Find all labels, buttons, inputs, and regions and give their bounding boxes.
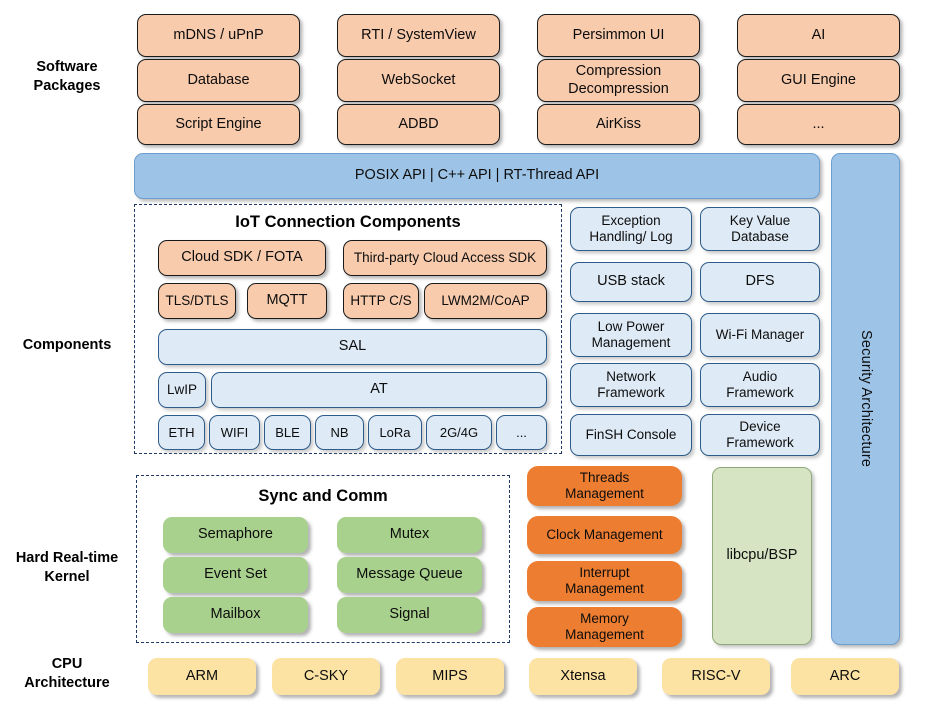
iot-connection-components-frame bbox=[134, 204, 562, 454]
sync-box-mailbox[interactable]: Mailbox bbox=[163, 597, 308, 633]
iot-box-http-cs[interactable]: HTTP C/S bbox=[343, 283, 419, 319]
sync-box-mutex[interactable]: Mutex bbox=[337, 517, 482, 553]
cpu-box-c-sky[interactable]: C-SKY bbox=[272, 658, 380, 695]
iot-box-lwm2m-coap[interactable]: LWM2M/CoAP bbox=[424, 283, 547, 319]
package-box-persimmon-ui[interactable]: Persimmon UI bbox=[537, 14, 700, 57]
package-box-airkiss[interactable]: AirKiss bbox=[537, 104, 700, 145]
iot-box-tls-dtls[interactable]: TLS/DTLS bbox=[158, 283, 236, 319]
sync-box-signal[interactable]: Signal bbox=[337, 597, 482, 633]
package-box-compression-decompression[interactable]: Compression Decompression bbox=[537, 59, 700, 102]
package-box-rti-systemview[interactable]: RTI / SystemView bbox=[337, 14, 500, 57]
iot-connection-components-title: IoT Connection Components bbox=[235, 213, 461, 231]
iot-box-nb[interactable]: NB bbox=[315, 415, 364, 450]
iot-box-ble[interactable]: BLE bbox=[264, 415, 311, 450]
kernel-box-libcpu-bsp[interactable]: libcpu/BSP bbox=[712, 467, 812, 645]
cpu-box-mips[interactable]: MIPS bbox=[396, 658, 504, 695]
package-box-database[interactable]: Database bbox=[137, 59, 300, 102]
package-box-gui-engine[interactable]: GUI Engine bbox=[737, 59, 900, 102]
iot-box-sal[interactable]: SAL bbox=[158, 329, 547, 365]
cpu-box-arc[interactable]: ARC bbox=[791, 658, 899, 695]
cpu-box-arm[interactable]: ARM bbox=[148, 658, 256, 695]
sync-box-message-queue[interactable]: Message Queue bbox=[337, 557, 482, 593]
iot-box-lwip[interactable]: LwIP bbox=[158, 372, 206, 408]
iot-box-more[interactable]: ... bbox=[496, 415, 547, 450]
section-label-hard-realtime-kernel: Hard Real-time Kernel bbox=[15, 550, 119, 585]
component-box-audio-framework[interactable]: Audio Framework bbox=[700, 363, 820, 407]
package-box-mdns-upnp[interactable]: mDNS / uPnP bbox=[137, 14, 300, 57]
iot-box-eth[interactable]: ETH bbox=[158, 415, 205, 450]
iot-box-third-party-cloud-access-sdk[interactable]: Third-party Cloud Access SDK bbox=[343, 240, 547, 276]
security-architecture-label: Security Architecture bbox=[858, 330, 875, 468]
section-label-software-packages: Software Packages bbox=[33, 59, 101, 94]
package-box-adbd[interactable]: ADBD bbox=[337, 104, 500, 145]
section-label-cpu-architecture: CPU Architecture bbox=[24, 656, 110, 691]
cpu-box-risc-v[interactable]: RISC-V bbox=[662, 658, 770, 695]
package-box-more[interactable]: ... bbox=[737, 104, 900, 145]
iot-box-cloud-sdk-fota[interactable]: Cloud SDK / FOTA bbox=[158, 240, 326, 276]
component-box-network-framework[interactable]: Network Framework bbox=[570, 363, 692, 407]
component-box-usb-stack[interactable]: USB stack bbox=[570, 262, 692, 302]
sync-box-event-set[interactable]: Event Set bbox=[163, 557, 308, 593]
component-box-key-value-database[interactable]: Key Value Database bbox=[700, 207, 820, 251]
component-box-exception-handling-log[interactable]: Exception Handling/ Log bbox=[570, 207, 692, 251]
kernel-box-memory-management[interactable]: Memory Management bbox=[527, 607, 682, 647]
package-box-script-engine[interactable]: Script Engine bbox=[137, 104, 300, 145]
iot-box-wifi[interactable]: WIFI bbox=[209, 415, 260, 450]
sync-box-semaphore[interactable]: Semaphore bbox=[163, 517, 308, 553]
iot-box-lora[interactable]: LoRa bbox=[368, 415, 422, 450]
iot-box-at[interactable]: AT bbox=[211, 372, 547, 408]
package-box-ai[interactable]: AI bbox=[737, 14, 900, 57]
sync-and-comm-frame bbox=[136, 475, 510, 643]
section-label-components: Components bbox=[22, 337, 112, 353]
kernel-box-threads-management[interactable]: Threads Management bbox=[527, 466, 682, 506]
iot-box-2g-4g[interactable]: 2G/4G bbox=[426, 415, 492, 450]
component-box-device-framework[interactable]: Device Framework bbox=[700, 414, 820, 456]
security-architecture-bar[interactable]: Security Architecture bbox=[831, 153, 900, 645]
iot-box-mqtt[interactable]: MQTT bbox=[247, 283, 327, 319]
kernel-box-interrupt-management[interactable]: Interrupt Management bbox=[527, 561, 682, 601]
package-box-websocket[interactable]: WebSocket bbox=[337, 59, 500, 102]
cpu-box-xtensa[interactable]: Xtensa bbox=[529, 658, 637, 695]
component-box-dfs[interactable]: DFS bbox=[700, 262, 820, 302]
component-box-wifi-manager[interactable]: Wi-Fi Manager bbox=[700, 313, 820, 357]
kernel-box-clock-management[interactable]: Clock Management bbox=[527, 516, 682, 554]
api-bar[interactable]: POSIX API | C++ API | RT-Thread API bbox=[134, 153, 820, 199]
component-box-low-power-management[interactable]: Low Power Management bbox=[570, 313, 692, 357]
component-box-finsh-console[interactable]: FinSH Console bbox=[570, 414, 692, 456]
sync-and-comm-title: Sync and Comm bbox=[258, 487, 388, 505]
